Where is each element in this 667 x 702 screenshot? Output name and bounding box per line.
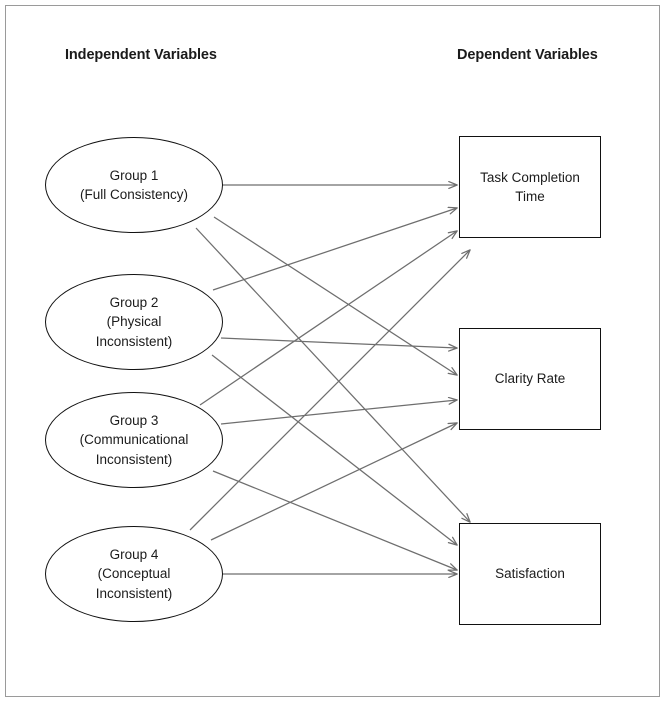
node-clarity-rate-label: Clarity Rate <box>494 371 566 387</box>
node-group-3-line3: Inconsistent) <box>95 451 173 467</box>
edge-group2-satisfaction <box>211 354 457 545</box>
node-group-1-line1: Group 1 <box>109 167 159 183</box>
node-group-2[interactable]: Group 2 (Physical Inconsistent) <box>45 274 223 370</box>
edge-group2-task-completion-time <box>212 208 457 291</box>
edge-group3-satisfaction <box>212 470 457 570</box>
node-group-1[interactable]: Group 1 (Full Consistency) <box>45 137 223 233</box>
node-satisfaction-label: Satisfaction <box>495 566 565 582</box>
node-group-2-line3: Inconsistent) <box>95 333 173 349</box>
node-group-2-line2: (Physical <box>106 314 162 330</box>
column-header-dependent: Dependent Variables <box>457 47 598 63</box>
edge-group4-clarity-rate <box>210 423 457 541</box>
edge-group1-satisfaction <box>195 227 470 522</box>
edge-group3-task-completion-time <box>199 231 457 406</box>
node-task-completion-time[interactable]: Task Completion Time <box>459 136 601 238</box>
edge-group4-task-completion-time <box>189 250 470 531</box>
node-satisfaction[interactable]: Satisfaction <box>459 523 601 625</box>
node-task-completion-time-line2: Time <box>515 189 545 204</box>
node-group-3-line1: Group 3 <box>109 413 159 429</box>
node-group-1-line2: (Full Consistency) <box>79 187 189 202</box>
node-clarity-rate[interactable]: Clarity Rate <box>459 328 601 430</box>
node-task-completion-time-line1: Task Completion <box>480 169 580 185</box>
column-header-independent: Independent Variables <box>65 47 217 63</box>
node-group-2-line1: Group 2 <box>109 295 159 311</box>
node-group-3-line2: (Communicational <box>79 432 189 448</box>
edge-group1-clarity-rate <box>213 216 457 375</box>
node-group-4[interactable]: Group 4 (Conceptual Inconsistent) <box>45 526 223 622</box>
node-group-4-line2: (Conceptual <box>97 566 171 582</box>
node-group-3[interactable]: Group 3 (Communicational Inconsistent) <box>45 392 223 488</box>
node-group-4-line3: Inconsistent) <box>95 585 173 601</box>
node-group-4-line1: Group 4 <box>109 547 159 563</box>
edge-group2-clarity-rate <box>220 337 457 348</box>
edge-group3-clarity-rate <box>220 400 457 425</box>
